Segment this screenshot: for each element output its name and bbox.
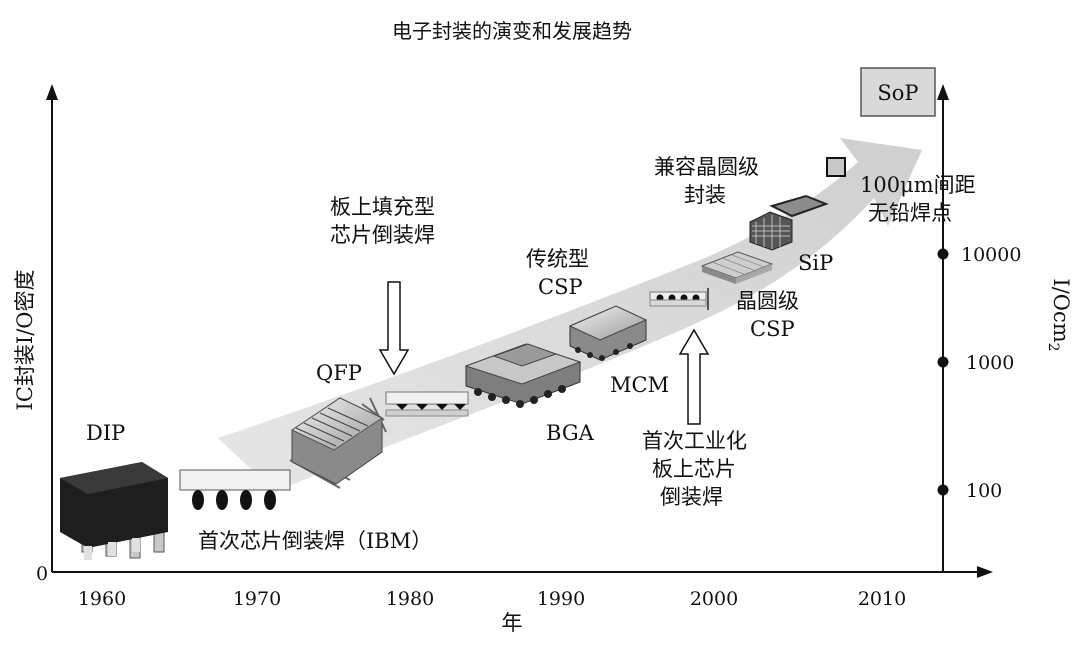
x-tick-1960: 1960 (78, 588, 126, 610)
right-tick-dot-1000 (937, 356, 949, 368)
x-axis-ticks: 1960 1970 1980 1990 2000 2010 (78, 588, 906, 610)
dip-chip-image (60, 462, 168, 560)
chip-on-board-image (385, 391, 469, 417)
x-axis-arrowhead (977, 566, 993, 578)
x-tick-2010: 2010 (858, 588, 906, 610)
csp-label-line2: CSP (538, 275, 583, 299)
first-flip-chip-label: 首次芯片倒装焊（IBM） (198, 529, 432, 553)
x-tick-1980: 1980 (386, 588, 434, 610)
csp-chip-image (568, 305, 648, 361)
sop-label: SoP (877, 81, 918, 105)
x-tick-2000: 2000 (690, 588, 738, 610)
industrial-label-line3: 倒装焊 (660, 485, 723, 509)
left-y-axis-label: IC封装I/O密度 (13, 270, 37, 411)
mcm-label: MCM (610, 373, 669, 397)
left-y-axis-arrowhead (46, 84, 58, 100)
bga-label: BGA (546, 421, 595, 445)
wlcsp-label-line1: 晶圆级 (736, 289, 799, 313)
leadfree-label-line2: 无铅焊点 (868, 201, 952, 225)
down-arrow (378, 281, 410, 376)
x-tick-1990: 1990 (537, 588, 585, 610)
chip-on-board-label-line1: 板上填充型 (330, 195, 435, 219)
right-y-axis-label-sub: 2 (1045, 343, 1061, 352)
csp-label-line1: 传统型 (526, 247, 589, 271)
right-axis-ticks: 10000 1000 100 (937, 244, 1021, 502)
right-y-axis-label: I/Ocm2 (1045, 278, 1073, 351)
sip-label: SiP (798, 251, 833, 275)
right-tick-dot-10000 (937, 248, 949, 260)
sop-box: SoP (860, 67, 936, 117)
up-arrow (678, 328, 710, 425)
qfp-label: QFP (316, 361, 362, 385)
industrial-label-line2: 板上芯片 (652, 457, 736, 481)
wlcsp-label-line2: CSP (750, 317, 795, 341)
x-tick-1970: 1970 (233, 588, 281, 610)
compat-label-line1: 兼容晶圆级 (654, 155, 759, 179)
first-flip-chip-image (179, 469, 291, 510)
wlcsp-chip-image (700, 251, 774, 284)
leadfree-label-line1: 100μm间距 (860, 173, 976, 197)
origin-label: 0 (36, 563, 48, 585)
right-y-axis-arrowhead (937, 84, 949, 100)
right-tick-100: 100 (966, 480, 1002, 502)
right-tick-dot-100 (937, 484, 949, 496)
compat-chip-image (826, 157, 846, 177)
bga-chip-image (464, 343, 582, 408)
dip-label: DIP (86, 421, 125, 445)
mcm-chip-image (649, 288, 709, 310)
right-tick-1000: 1000 (966, 352, 1014, 374)
compat-label-line2: 封装 (684, 183, 726, 207)
industrial-label-line1: 首次工业化 (642, 429, 747, 453)
right-y-axis-label-main: I/Ocm (1049, 278, 1073, 342)
chip-on-board-label-line2: 芯片倒装焊 (330, 223, 435, 247)
qfp-chip-image (289, 397, 387, 489)
sip-chip-image (749, 194, 829, 251)
right-tick-10000: 10000 (961, 244, 1021, 266)
diagram-title: 电子封装的演变和发展趋势 (392, 19, 632, 43)
x-axis-label: 年 (502, 611, 523, 635)
